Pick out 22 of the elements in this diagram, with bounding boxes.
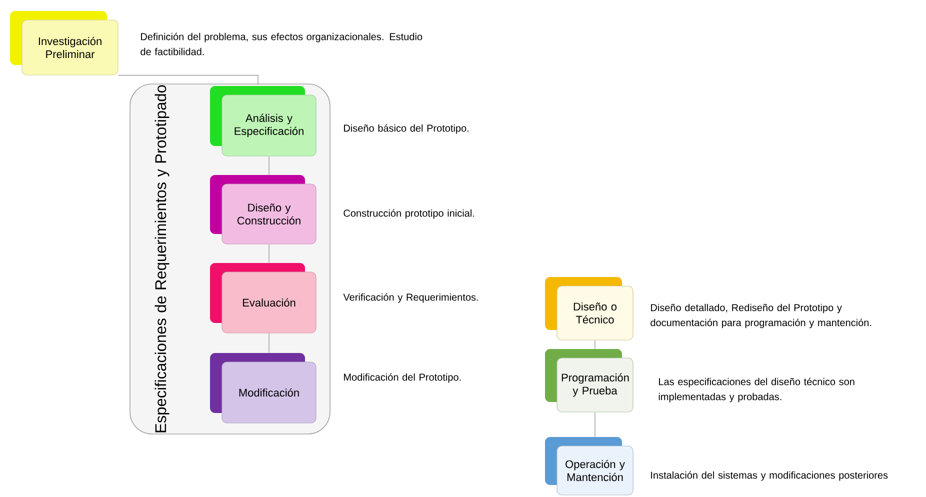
- process-box: Diseño y Construcción: [210, 175, 316, 244]
- description-text: Definición del problema, sus efectos organizacionales. Estudio de factibilidad.: [140, 32, 422, 56]
- description-text: Verificación y Requerimientos.: [343, 293, 478, 303]
- process-box: Evaluación: [210, 263, 316, 334]
- connector-line: [268, 332, 270, 354]
- process-box: Diseño o Técnico: [545, 277, 634, 340]
- process-box: Modificación: [210, 353, 316, 424]
- description-text: Las especificaciones del diseño técnico son implementadas y probadas.: [658, 378, 854, 402]
- connector-line: [268, 244, 270, 264]
- description-text: Construcción prototipo inicial.: [344, 209, 474, 219]
- process-box: Investigación Preliminar: [10, 11, 118, 76]
- description-text: Diseño básico del Prototipo.: [344, 124, 468, 134]
- process-box: Programación y Prueba: [545, 349, 634, 412]
- connector-line: [118, 74, 258, 86]
- connector-line: [268, 156, 270, 176]
- description-text: Modificación del Prototipo.: [344, 373, 461, 383]
- process-box: Análisis y Especificación: [210, 86, 316, 156]
- connector-line: [594, 340, 596, 350]
- process-box: Operación y Mantención: [545, 437, 634, 496]
- description-text: Diseño detallado, Rediseño del Prototipo y documentación para programación y mantención.: [650, 304, 872, 328]
- description-text: Instalación del sistemas y modificaciones posteriores: [651, 471, 888, 481]
- connector-line: [594, 412, 596, 438]
